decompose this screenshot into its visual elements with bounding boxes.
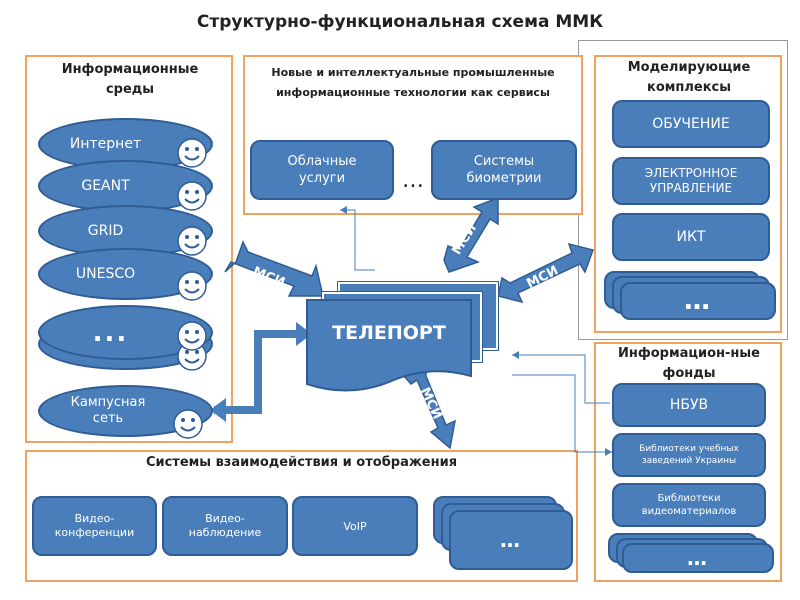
modeling-more-label: … <box>684 285 712 316</box>
video-surveillance-label: Видео-наблюдение <box>188 512 262 539</box>
modeling-education-label: ОБУЧЕНИЕ <box>652 115 730 132</box>
msi-arrow-top <box>443 196 499 273</box>
fund-video-libraries-label: Библиотеки видеоматериалов <box>641 493 737 517</box>
smiley-icon <box>177 271 207 301</box>
campus-link <box>214 330 304 414</box>
msi-arrow-right <box>497 242 594 304</box>
voip-box[interactable]: VoIP <box>292 496 418 556</box>
interaction-more-label: … <box>500 527 522 552</box>
new-tech-ellipsis: … <box>402 168 424 193</box>
fund-more[interactable]: … <box>622 543 774 573</box>
campus-link-head-left <box>210 398 226 422</box>
video-surveillance-box[interactable]: Видео-наблюдение <box>162 496 288 556</box>
smiley-icon <box>173 409 203 439</box>
modeling-e-government[interactable]: ЭЛЕКТРОННОЕ УПРАВЛЕНИЕ <box>612 157 770 205</box>
env-more-label: ... <box>92 317 129 348</box>
env-internet-label: Интернет <box>69 136 142 152</box>
connector-funds-1 <box>512 354 610 404</box>
cloud-services-box[interactable]: Облачные услуги <box>250 140 394 200</box>
interaction-more[interactable]: … <box>449 510 573 570</box>
biometrics-label: Системы биометрии <box>466 154 542 186</box>
fund-university-libraries-label: Библиотеки учебных заведений Украины <box>639 444 739 466</box>
fund-video-libraries[interactable]: Библиотеки видеоматериалов <box>612 483 766 527</box>
fund-university-libraries[interactable]: Библиотеки учебных заведений Украины <box>612 433 766 477</box>
env-geant-label: GEANT <box>81 178 130 194</box>
fund-nbuv-label: НБУВ <box>669 396 709 413</box>
page-title: Структурно-функциональная схема ММК <box>196 12 604 32</box>
connector-newtech <box>340 209 375 271</box>
campus-link-head-right <box>296 322 312 346</box>
env-unesco-label: UNESCO <box>75 266 136 282</box>
smiley-icon <box>177 138 207 168</box>
smiley-icon <box>177 321 207 351</box>
fund-more-label: … <box>687 545 709 570</box>
voip-label: VoIP <box>343 519 367 533</box>
fund-nbuv[interactable]: НБУВ <box>612 383 766 427</box>
smiley-icon <box>177 181 207 211</box>
smiley-icon <box>177 341 207 371</box>
information-funds-title: Информацион-ные фонды <box>617 346 760 381</box>
teleport-shape <box>306 299 472 392</box>
cloud-services-label: Облачные услуги <box>287 154 357 186</box>
connector-newtech-arrowhead <box>340 206 347 214</box>
video-conferences-label: Видео-конференции <box>54 512 135 539</box>
connector-funds-1-arrowhead <box>512 351 519 359</box>
modeling-more[interactable]: … <box>620 282 776 320</box>
modeling-ict[interactable]: ИКТ <box>612 213 770 261</box>
info-environments-title: Информационные среды <box>61 62 199 97</box>
modeling-e-government-label: ЭЛЕКТРОННОЕ УПРАВЛЕНИЕ <box>644 166 738 195</box>
env-campus-label: Кампусная сеть <box>70 395 146 426</box>
modeling-education[interactable]: ОБУЧЕНИЕ <box>612 100 770 148</box>
interaction-systems-title: Системы взаимодействия и отображения <box>145 455 458 470</box>
connector-funds-2 <box>512 374 612 453</box>
env-grid-label: GRID <box>87 223 124 239</box>
biometrics-box[interactable]: Системы биометрии <box>431 140 577 200</box>
teleport-label[interactable]: ТЕЛЕПОРТ <box>332 322 446 344</box>
connector-funds-2-arrowhead <box>605 448 612 456</box>
new-technologies-title-line1: Новые и интеллектуальные промышленные <box>271 66 555 79</box>
video-conferences-box[interactable]: Видео-конференции <box>32 496 157 556</box>
new-technologies-title-line2: информационные технологии как сервисы <box>276 86 550 99</box>
modeling-ict-label: ИКТ <box>676 228 706 245</box>
smiley-icon <box>177 226 207 256</box>
modeling-complexes-title: Моделирующие комплексы <box>627 60 751 95</box>
